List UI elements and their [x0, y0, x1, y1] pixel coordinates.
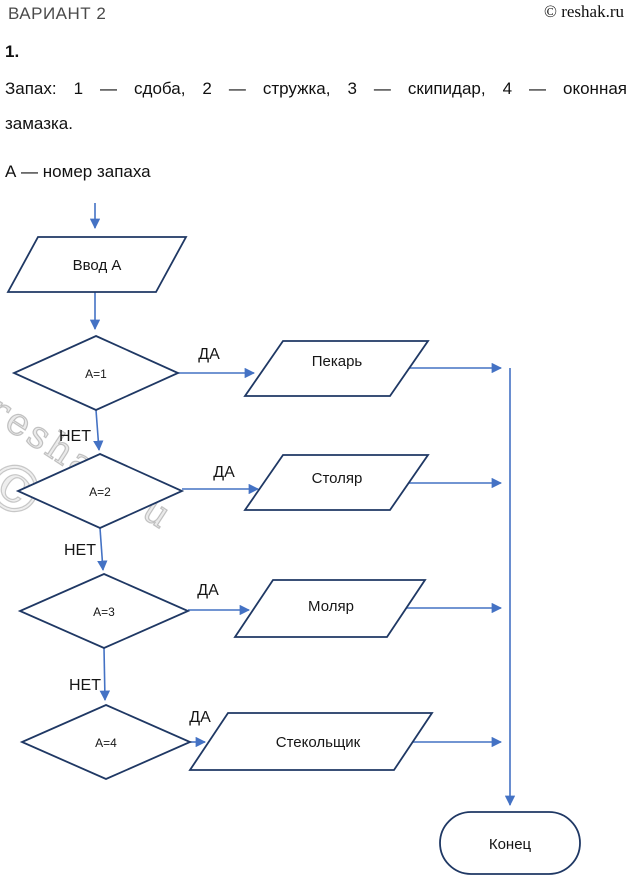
- output-1-label: Пекарь: [312, 353, 363, 370]
- input-label: Ввод А: [73, 257, 122, 274]
- decision-3-yes-label: ДА: [197, 582, 219, 599]
- output-2-label: Столяр: [312, 470, 363, 487]
- output-4-parallelogram: [188, 712, 434, 771]
- labels: Ввод А А=1 ДА НЕТ Пекарь А=2 ДА НЕТ Стол…: [59, 257, 532, 853]
- decision-3-no-label: НЕТ: [69, 677, 101, 694]
- arrow-d1-no: [93, 409, 104, 452]
- decision-2-diamond: [15, 453, 185, 529]
- decision-2-yes-label: ДА: [213, 464, 235, 481]
- decision-1-no-label: НЕТ: [59, 428, 91, 445]
- decision-3-condition: А=3: [93, 605, 115, 619]
- decision-2-condition: А=2: [89, 485, 111, 499]
- copyright-label: © reshak.ru: [544, 2, 624, 21]
- decision-4-diamond: [19, 704, 193, 780]
- end-terminator: [439, 811, 581, 875]
- problem-number: 1.: [5, 42, 20, 61]
- output-2-parallelogram: [243, 454, 430, 511]
- variant-label: ВАРИАНТ 2: [8, 4, 107, 23]
- decision-4-condition: А=4: [95, 736, 117, 750]
- decision-3-diamond: [17, 573, 191, 649]
- end-label: Конец: [489, 836, 532, 853]
- output-1-parallelogram: [243, 340, 430, 397]
- task-text-line1: Запах: 1 — сдоба, 2 — стружка, 3 — скипи…: [5, 79, 627, 98]
- variable-legend: А — номер запаха: [5, 162, 151, 181]
- decision-1-yes-label: ДА: [198, 346, 220, 363]
- decision-1-condition: А=1: [85, 367, 107, 381]
- decision-1-diamond: [11, 335, 181, 411]
- shapes: [6, 236, 581, 875]
- output-3-parallelogram: [233, 579, 427, 638]
- output-3-label: Моляр: [308, 598, 354, 615]
- arrow-d2-no: [97, 527, 108, 572]
- connectors: [89, 203, 516, 807]
- task-text-line2: замазка.: [5, 114, 73, 133]
- arrow-d3-no: [99, 647, 111, 702]
- output-4-label: Стекольщик: [276, 734, 361, 751]
- decision-4-yes-label: ДА: [189, 709, 211, 726]
- decision-2-no-label: НЕТ: [64, 542, 96, 559]
- input-parallelogram: [6, 236, 188, 293]
